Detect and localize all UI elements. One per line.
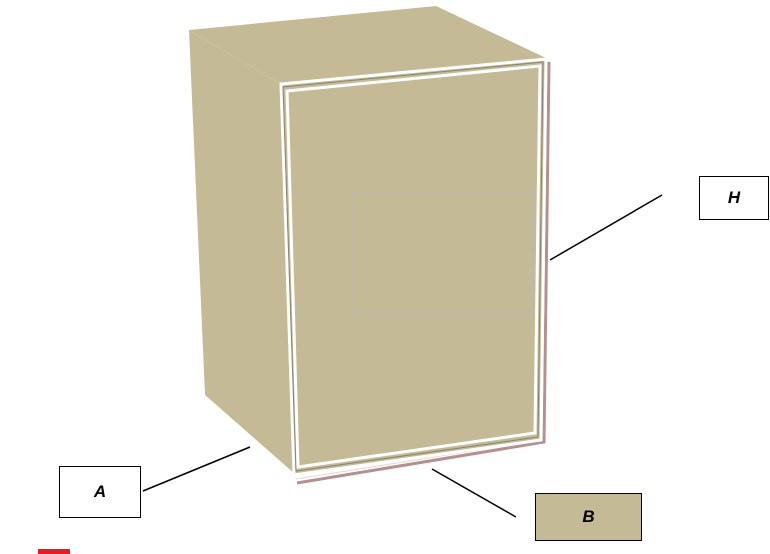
label-h-text: H [727, 188, 741, 207]
door-inner-panel [351, 192, 534, 315]
label-b-text: B [582, 507, 595, 526]
door-edge-accent [296, 61, 551, 485]
door-frame-outer-shadow [282, 61, 544, 472]
label-h: H [699, 176, 769, 220]
label-a-text: A [93, 482, 107, 501]
label-a: A [59, 466, 141, 518]
door-frame-outer [279, 57, 548, 477]
cabinet-top-face [189, 6, 546, 85]
leader-line-a [142, 446, 251, 492]
leader-line-h [549, 194, 663, 261]
corner-mark [38, 549, 70, 554]
cabinet-front-face [282, 58, 546, 474]
cabinet-side-face [189, 30, 295, 474]
label-b: B [535, 493, 642, 541]
leader-line-b [431, 468, 517, 518]
door-frame-inner [285, 64, 542, 469]
